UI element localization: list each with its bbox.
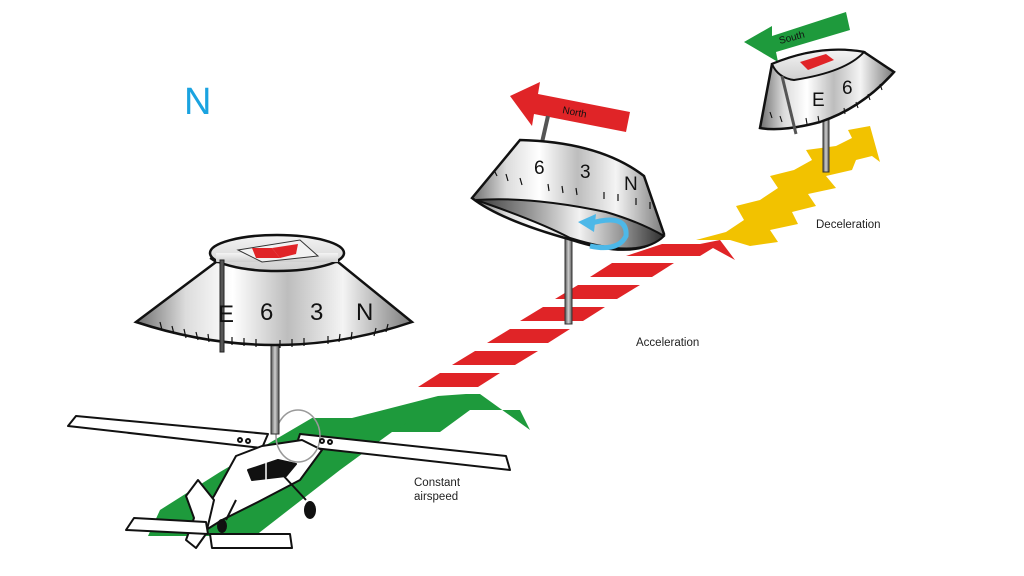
compass-icon: North 6 3 N — [470, 82, 666, 325]
north-arrow: North — [510, 82, 630, 132]
compass1-card-6: 6 — [260, 299, 273, 326]
airplane-icon — [67, 409, 511, 549]
north-arrow-label: North — [561, 105, 587, 120]
south-arrow: South — [744, 12, 850, 62]
compass1-card-e: E — [218, 301, 234, 328]
compass2-card-n: N — [624, 174, 638, 195]
compass2-card-6: 6 — [534, 158, 545, 179]
rotation-arrow-icon — [578, 214, 629, 251]
compass3-card-e: E — [812, 90, 825, 111]
compass-icon: South E 6 — [744, 12, 896, 173]
deceleration-arrow — [696, 126, 880, 246]
constant-airspeed-label: Constant airspeed — [414, 477, 463, 503]
compass1-card-3: 3 — [310, 299, 323, 326]
acceleration-arrow — [418, 240, 735, 387]
compass2-card-3: 3 — [580, 162, 591, 183]
compass1-card-n: N — [356, 299, 373, 326]
deceleration-label: Deceleration — [816, 219, 881, 231]
constant-airspeed-line1: Constant — [414, 477, 461, 489]
acceleration-label: Acceleration — [636, 337, 699, 349]
constant-airspeed-line2: airspeed — [414, 491, 458, 503]
compass3-card-6: 6 — [842, 78, 853, 99]
compass-icon: E 6 3 N — [133, 233, 415, 435]
heading-letter: N — [184, 81, 211, 123]
